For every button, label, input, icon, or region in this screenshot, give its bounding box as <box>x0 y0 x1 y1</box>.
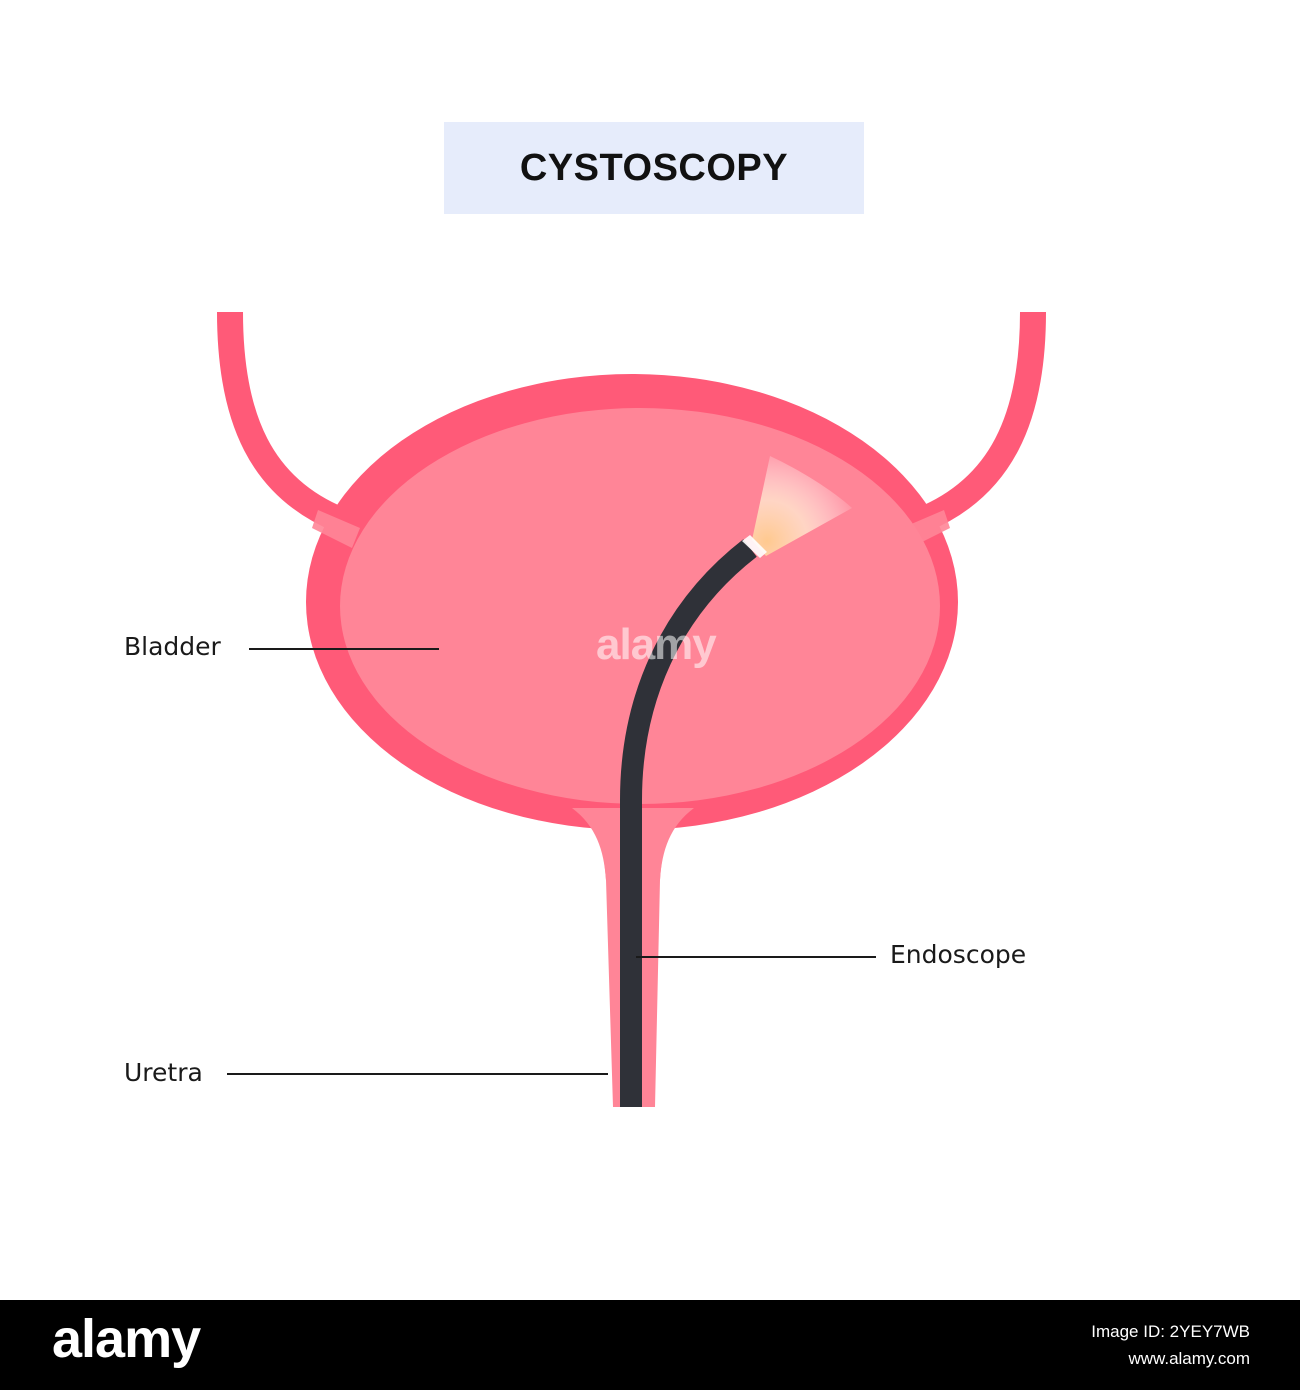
diagram-canvas: CYSTOSCOPY <box>124 122 1046 1107</box>
footer-logo: alamy <box>52 1309 201 1369</box>
page-title: CYSTOSCOPY <box>519 146 789 189</box>
bladder-diagram <box>217 311 1046 1107</box>
right-ureter-opening <box>902 510 950 548</box>
uretra-label: Uretra <box>124 1058 203 1087</box>
title-box: CYSTOSCOPY <box>444 122 864 214</box>
footer-bar: alamy Image ID: 2YEY7WB www.alamy.com <box>0 1300 1300 1390</box>
footer-url-link[interactable]: www.alamy.com <box>1128 1349 1250 1368</box>
left-ureter <box>217 311 346 533</box>
footer-info: Image ID: 2YEY7WB www.alamy.com <box>1091 1318 1250 1372</box>
endoscope-tip <box>742 535 767 558</box>
image-id-text: Image ID: 2YEY7WB <box>1091 1322 1250 1341</box>
right-ureter <box>916 311 1046 533</box>
bladder-label: Bladder <box>124 632 221 661</box>
watermark-logo: alamy <box>596 620 717 669</box>
left-ureter-opening <box>312 510 360 548</box>
endoscope-label: Endoscope <box>890 940 1027 969</box>
scope-light-beam <box>752 456 852 556</box>
endoscope-tube <box>620 539 757 1107</box>
